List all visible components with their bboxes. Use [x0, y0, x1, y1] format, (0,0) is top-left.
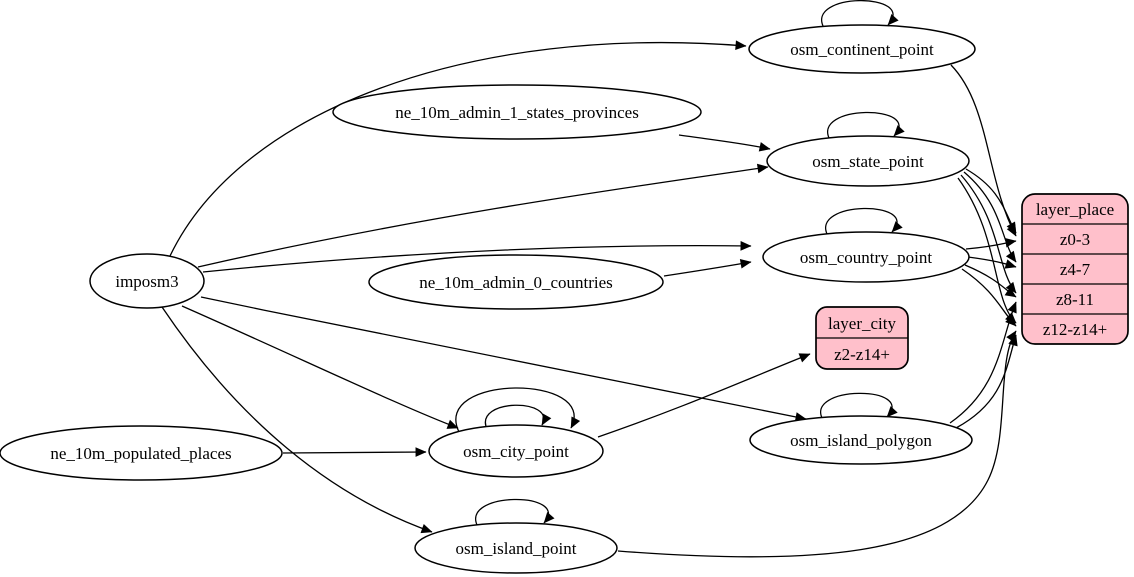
node-imposm3-label: imposm3: [115, 272, 178, 291]
edge-osm_island_point-layer_place-z12-z14: [617, 330, 1017, 558]
layer_place-row-z12-z14: z12-z14+: [1043, 320, 1107, 339]
edge-osm_island_polygon-layer_place-z12-z14: [955, 334, 1018, 429]
selfloop-osm_city_point-outer: [455, 387, 581, 433]
edge-osm_state_point-layer_place-z8-11: [960, 174, 1017, 294]
node-ne_10m_admin_0_countries: ne_10m_admin_0_countries: [368, 254, 664, 310]
node-osm_state_point-label: osm_state_point: [812, 152, 924, 171]
node-osm_continent_point-label: osm_continent_point: [790, 40, 934, 59]
edge-imposm3-osm_island_point: [161, 306, 433, 534]
node-osm_state_point-shape: [766, 135, 970, 187]
node-osm_country_point-shape: [762, 231, 970, 283]
node-ne_10m_admin_0_countries-label: ne_10m_admin_0_countries: [419, 273, 613, 292]
edge-osm_country_point-layer_place-z12-z14: [961, 268, 1017, 327]
node-ne_10m_populated_places: ne_10m_populated_places: [0, 425, 283, 481]
layer_city-row-z2-z14: z2-z14+: [834, 345, 890, 364]
node-osm_island_polygon-shape: [749, 415, 973, 465]
node-osm_country_point-label: osm_country_point: [800, 248, 932, 267]
layer_place-row-z0-3: z0-3: [1060, 230, 1090, 249]
node-osm_island_point-shape: [414, 522, 618, 574]
edge-ne_10m_populated_places-osm_city_point: [282, 447, 427, 457]
edge-osm_city_point-layer_city-z2-z14: [597, 353, 811, 438]
selfloop-osm_city_point-inner: [484, 404, 552, 430]
layer_place-row-z8-11: z8-11: [1056, 290, 1094, 309]
node-ne_10m_admin_1_states_provinces: ne_10m_admin_1_states_provinces: [332, 84, 702, 140]
selfloop-osm_island_polygon: [820, 392, 898, 421]
selfloop-osm_island_point: [475, 498, 555, 528]
edge-imposm3-osm_city_point: [181, 305, 459, 429]
node-osm_city_point-shape: [428, 424, 604, 478]
edge-imposm3-osm_state_point: [197, 163, 769, 268]
layer_place-title: layer_place: [1036, 200, 1114, 219]
edge-osm_state_point-layer_place-z4-7: [963, 171, 1017, 263]
layer_city-title: layer_city: [828, 314, 896, 333]
selfloop-osm_country_point: [825, 207, 903, 237]
edge-osm_state_point-layer_place-z0-3: [965, 168, 1017, 234]
node-osm_continent_point-shape: [748, 24, 976, 74]
node-osm_state_point: osm_state_point: [766, 135, 970, 187]
node-ne_10m_admin_0_countries-shape: [368, 254, 664, 310]
edge-osm_country_point-layer_place-z8-11: [964, 264, 1017, 298]
node-ne_10m_populated_places-label: ne_10m_populated_places: [50, 444, 231, 463]
edge-osm_country_point-layer_place-z0-3: [965, 237, 1017, 250]
node-osm_island_point: osm_island_point: [414, 522, 618, 574]
node-osm_island_point-label: osm_island_point: [456, 539, 577, 558]
node-imposm3: imposm3: [89, 253, 205, 309]
edge-osm_country_point-layer_place-z4-7: [967, 256, 1017, 269]
node-ne_10m_admin_1_states_provinces-shape: [332, 84, 702, 140]
node-imposm3-shape: [89, 253, 205, 309]
node-layer_city: layer_city z2-z14+: [815, 306, 909, 370]
node-osm_country_point: osm_country_point: [762, 231, 970, 283]
node-ne_10m_populated_places-shape: [0, 425, 283, 481]
edge-imposm3-osm_continent_point: [169, 40, 747, 257]
node-osm_continent_point: osm_continent_point: [748, 24, 976, 74]
edge-ne_10m_admin_1_states_provinces-osm_state_point: [678, 134, 771, 152]
node-osm_island_polygon: osm_island_polygon: [749, 415, 973, 465]
node-osm_island_polygon-label: osm_island_polygon: [790, 431, 932, 450]
layer_place-row-z4-7: z4-7: [1060, 260, 1091, 279]
edge-osm_island_polygon-layer_place-z8-11: [949, 301, 1017, 424]
node-layer_place-box: [1021, 193, 1129, 345]
edge-imposm3-osm_island_polygon: [200, 296, 807, 422]
node-layer_place: layer_place z0-3 z4-7 z8-11 z12-z14+: [1021, 193, 1129, 345]
node-osm_city_point-label: osm_city_point: [463, 442, 569, 461]
node-osm_city_point: osm_city_point: [428, 424, 604, 478]
edge-ne_10m_admin_0_countries-osm_country_point: [663, 259, 752, 277]
selfloop-osm_state_point: [827, 111, 905, 141]
node-ne_10m_admin_1_states_provinces-label: ne_10m_admin_1_states_provinces: [395, 103, 639, 122]
selfloop-osm_continent_point: [821, 0, 899, 29]
edge-imposm3-osm_country_point: [202, 241, 752, 273]
